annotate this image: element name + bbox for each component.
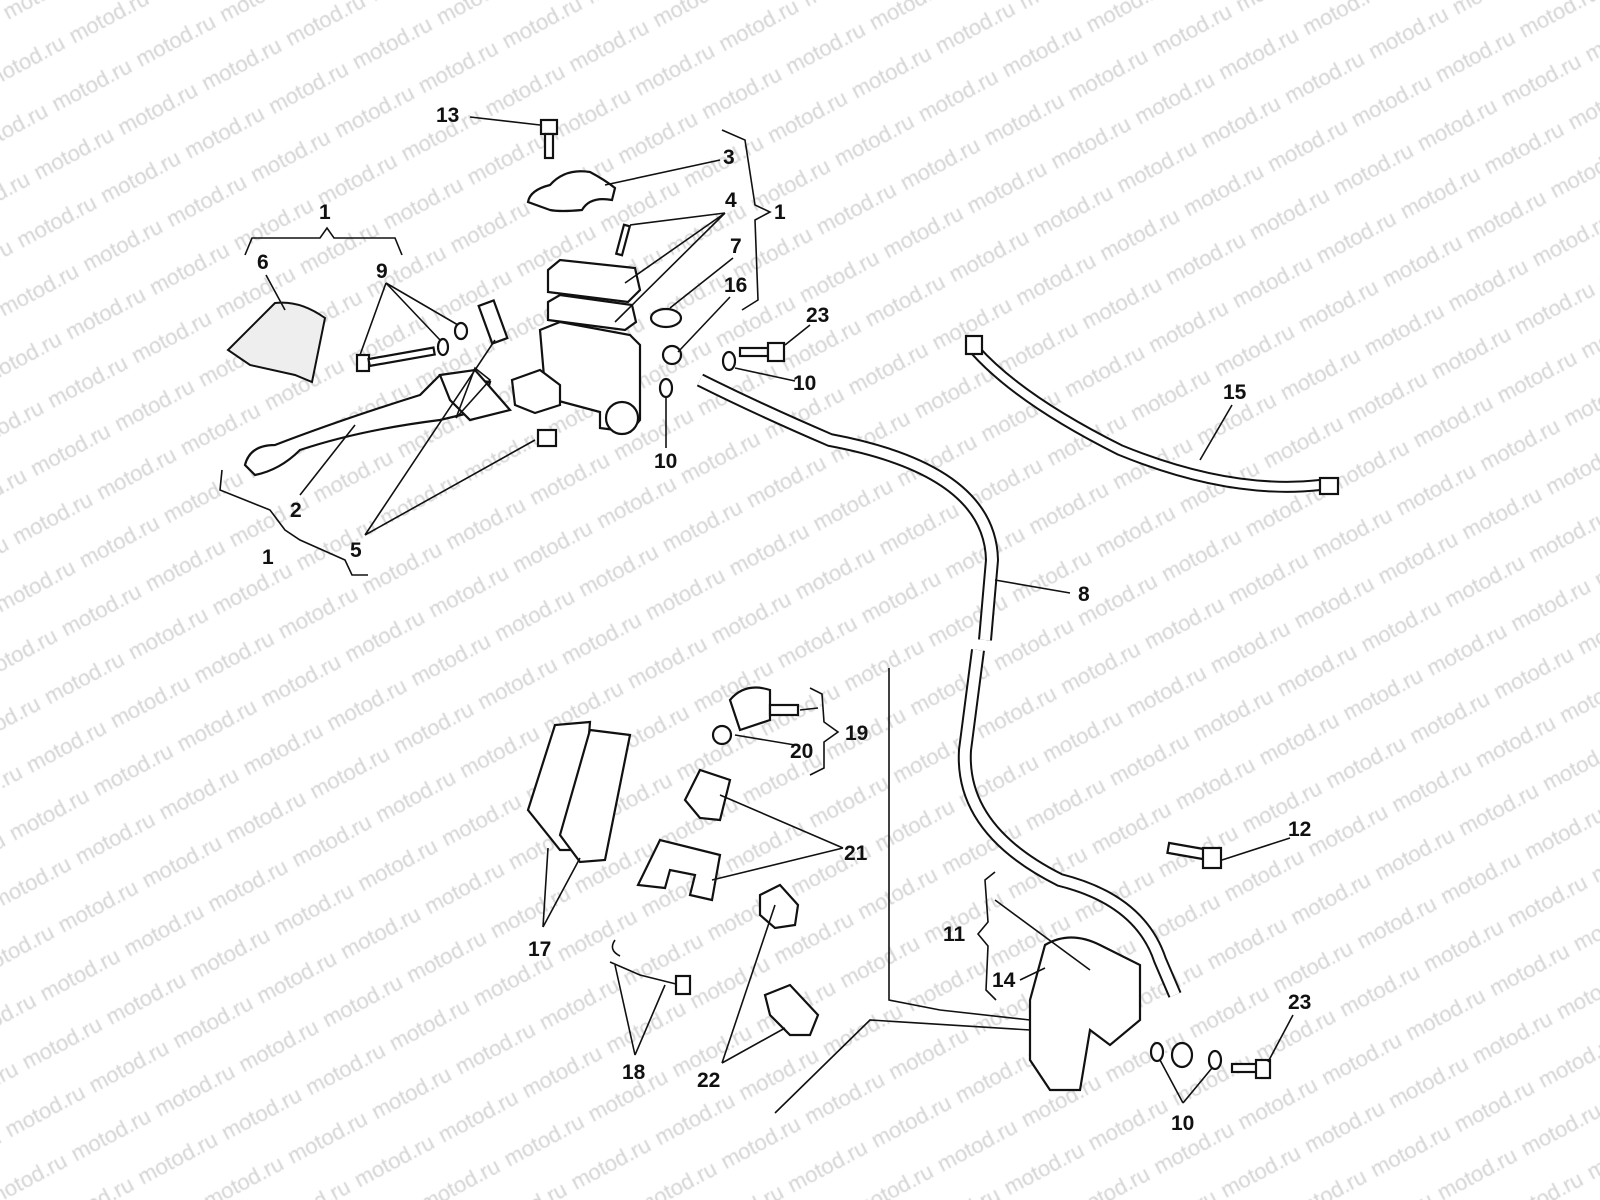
assembly-arrow [455,366,492,419]
bolt-12 [1166,841,1223,870]
label-3: 3 [723,146,735,169]
label-20: 20 [790,740,813,763]
label-13: 13 [436,104,459,127]
washer-10 [721,350,737,372]
brake-switch-wire-15 [970,345,1321,493]
label-21: 21 [844,842,868,865]
label-8: 8 [1078,583,1090,606]
piston-cap [604,400,640,436]
label-15: 15 [1223,381,1247,404]
bleeder-valve-19 [711,686,800,746]
assembly-arrow [774,1019,1031,1114]
pad-spring-21 [636,838,722,902]
label-7: 7 [730,235,742,258]
label-23-top: 23 [806,304,829,327]
brake-hose-8 [696,373,1000,641]
bracket-19 [809,687,840,776]
label-5: 5 [350,539,362,562]
brake-lever-2 [243,373,492,477]
label-1-right: 1 [774,201,786,224]
banjo-bolt-23 [1230,1058,1272,1080]
brake-pad-17 [558,728,632,864]
lever-mount [510,368,562,415]
pad-spring-21 [683,768,732,822]
connector [1318,476,1340,496]
brake-switch-wire-15-inner [972,347,1321,491]
bracket-right [721,129,772,311]
label-10-b: 10 [654,450,677,473]
label-10-a: 10 [793,372,816,395]
lever-adjuster [438,368,513,422]
reservoir-gasket [546,293,638,332]
bushing-22 [758,883,800,930]
bracket-11 [976,871,997,1001]
banjo-bolt-23 [738,341,786,363]
brake-hose-8-inner [697,375,998,641]
pivot-nut-5 [536,428,558,448]
assembly-arrow [888,668,1031,1021]
brake-caliper-14 [1028,936,1142,1092]
reservoir-cap [546,258,642,304]
clamp-3 [526,170,617,213]
washer-10 [1149,1041,1165,1063]
screw-9 [355,321,469,373]
bracket-bottom-left [219,469,368,576]
label-1-bottom: 1 [262,546,274,569]
label-19: 19 [845,722,868,745]
pivot-bolt-5 [477,299,509,345]
bracket-top-left [244,226,403,256]
washer-10 [1207,1049,1223,1071]
washer-10 [658,377,674,399]
label-2: 2 [290,499,302,522]
label-17: 17 [528,938,551,961]
connector [964,334,984,356]
label-6: 6 [257,251,269,274]
nut-16 [661,344,683,366]
brake-hose-8-lower-inner [959,649,1180,997]
label-10-c: 10 [1171,1112,1194,1135]
bolt-13 [539,118,559,160]
label-9: 9 [376,260,388,283]
label-12: 12 [1288,818,1311,841]
screw-4 [614,223,632,257]
label-14: 14 [992,969,1016,992]
label-16: 16 [724,274,747,297]
bushing-22 [763,983,820,1037]
pad-pin-18 [609,939,692,996]
cap-7 [649,307,683,329]
label-1-top: 1 [319,201,331,224]
lever-cover-6 [226,301,327,384]
label-18: 18 [622,1061,646,1084]
label-11: 11 [943,923,966,946]
banjo-fitting [1170,1041,1194,1069]
leader-lines [265,116,1294,1104]
label-23-bottom: 23 [1288,991,1311,1014]
label-4: 4 [725,189,737,212]
label-22: 22 [697,1069,720,1092]
